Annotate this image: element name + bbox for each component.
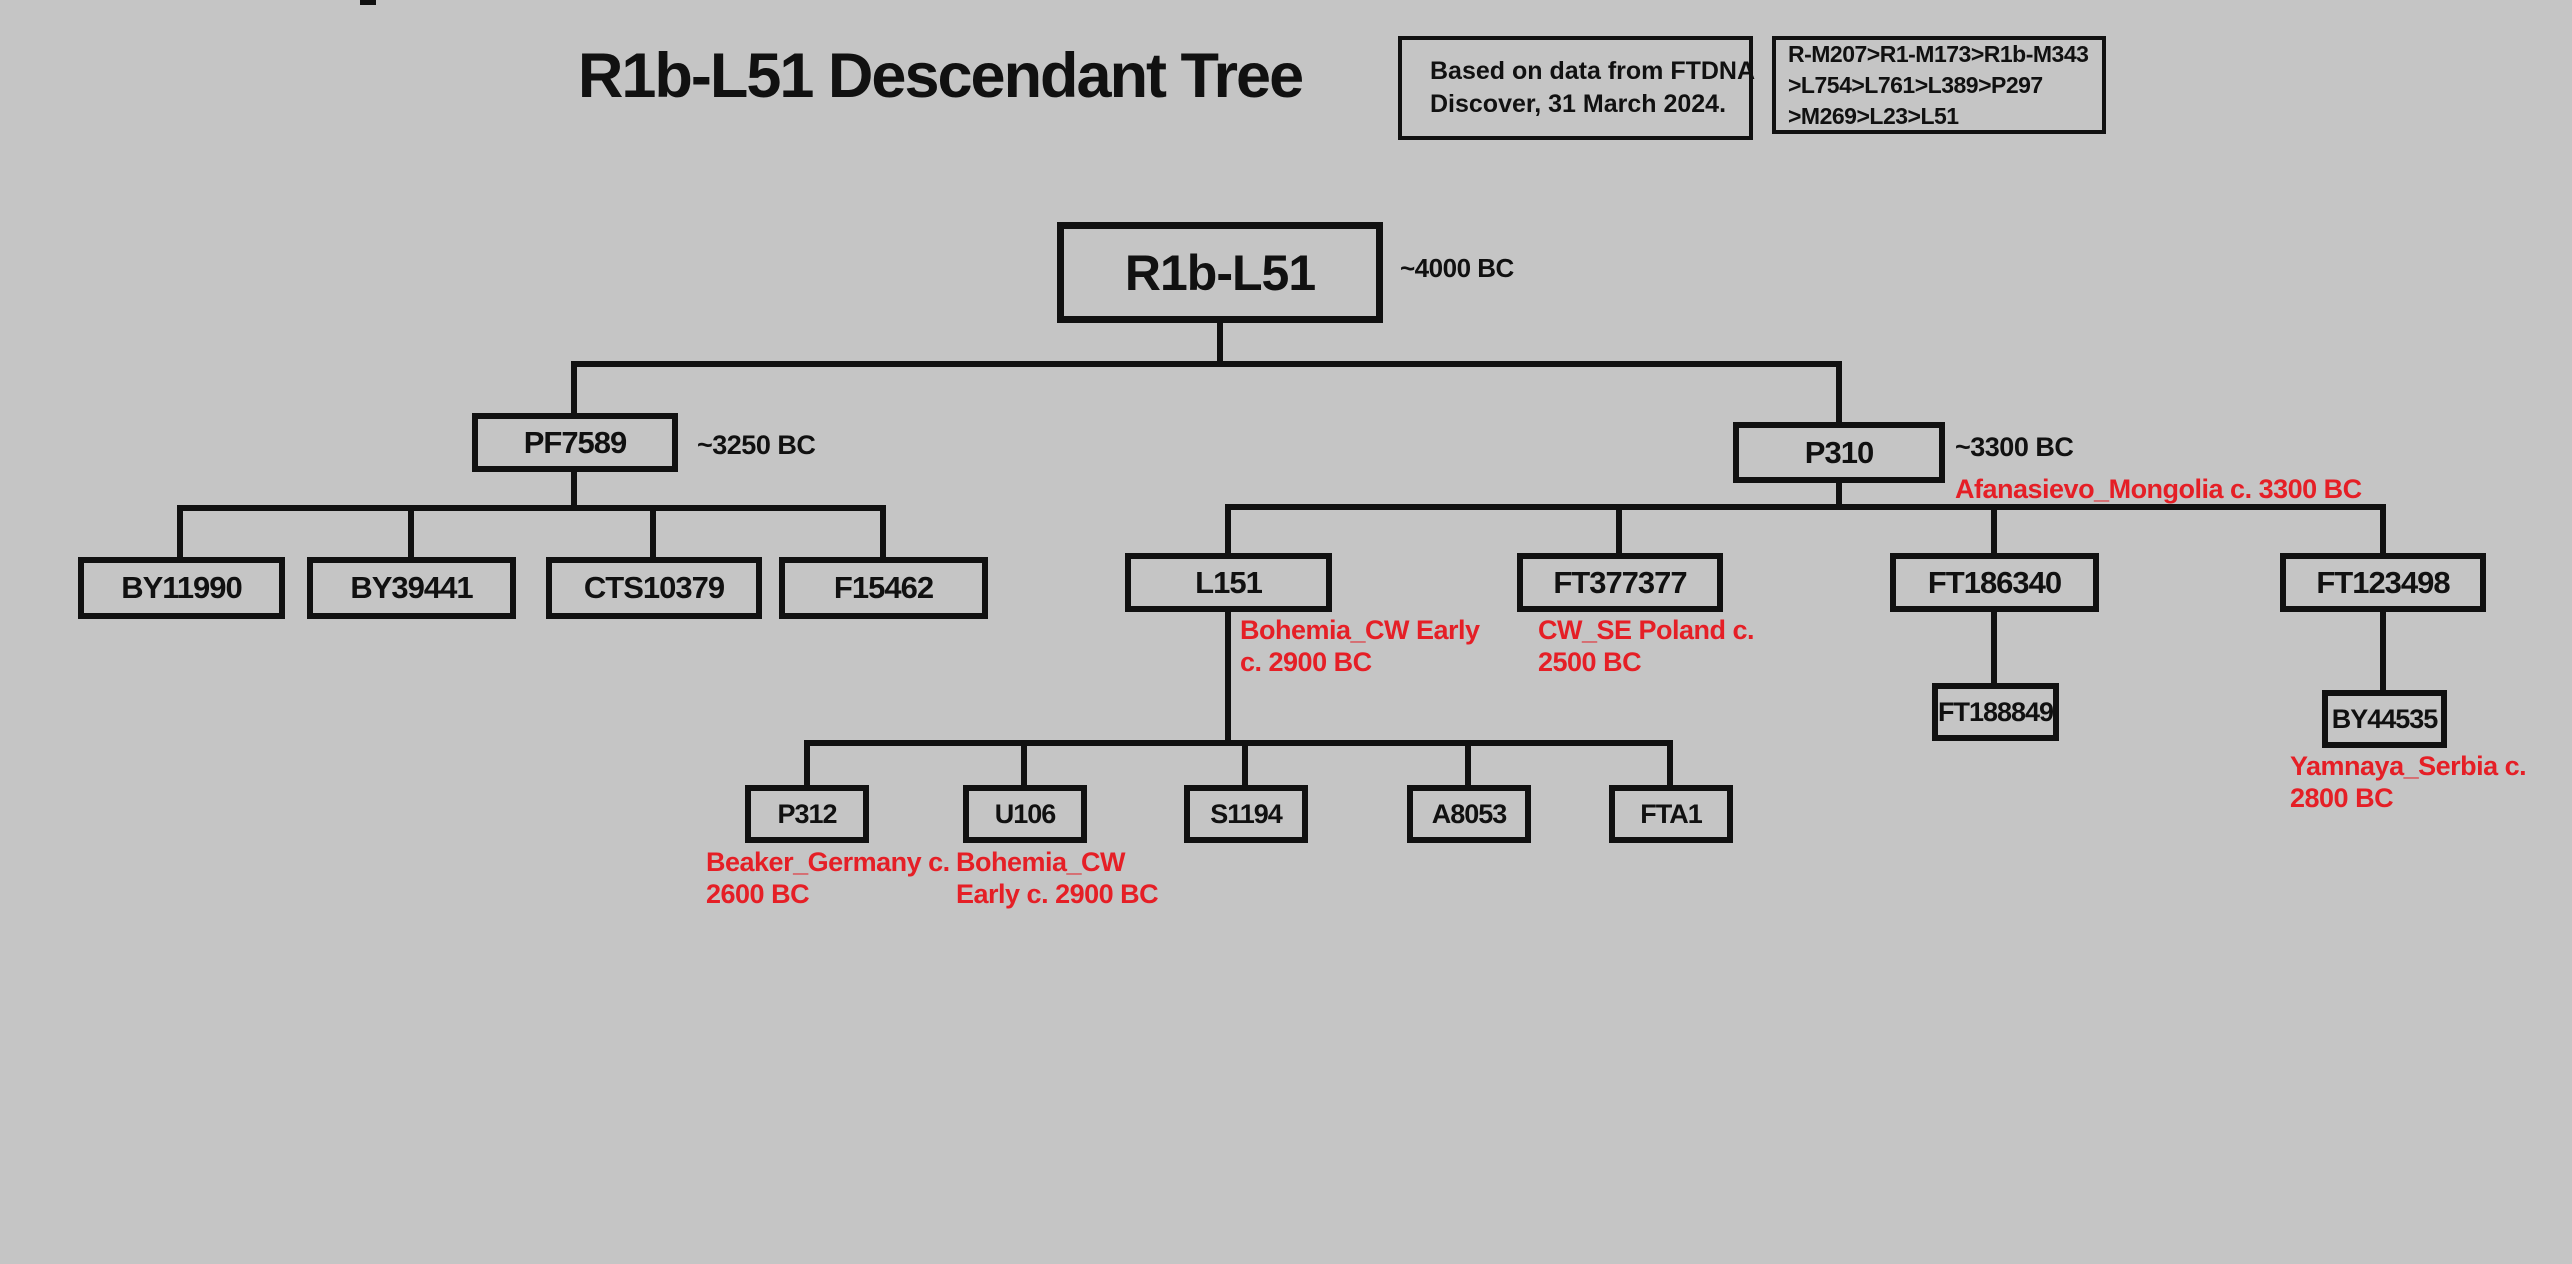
annotation-p310-afanasievo: Afanasievo_Mongolia c. 3300 BC bbox=[1955, 473, 2362, 505]
annotation-l151-line1: Bohemia_CW Early bbox=[1240, 615, 1480, 645]
lineage-path-box: R-M207>R1-M173>R1b-M343 >L754>L761>L389>… bbox=[1772, 36, 2106, 134]
connector-drop-ft186340 bbox=[1991, 507, 1997, 555]
date-pf7589-text: ~3250 BC bbox=[697, 430, 816, 460]
date-p310-text: ~3300 BC bbox=[1955, 432, 2074, 462]
node-p310-label: P310 bbox=[1804, 434, 1874, 470]
annotation-by44535-line1: Yamnaya_Serbia c. bbox=[2290, 751, 2527, 781]
annotation-ft377377-poland: CW_SE Poland c. 2500 BC bbox=[1538, 614, 1755, 678]
connector-drop-by39441 bbox=[408, 508, 414, 558]
connector-pf7589-stem bbox=[571, 471, 577, 511]
connector-drop-s1194 bbox=[1242, 743, 1248, 787]
node-l151-label: L151 bbox=[1195, 564, 1263, 600]
node-u106-label: U106 bbox=[994, 798, 1057, 829]
lineage-line2: >L754>L761>L389>P297 bbox=[1788, 71, 2043, 98]
annotation-u106-bohemia: Bohemia_CW Early c. 2900 BC bbox=[956, 846, 1159, 910]
node-a8053: A8053 bbox=[1407, 785, 1531, 843]
connector-drop-cts10379 bbox=[650, 508, 656, 558]
node-f15462: F15462 bbox=[779, 557, 988, 619]
node-ft123498-label: FT123498 bbox=[2316, 564, 2450, 600]
annotation-p312-line1: Beaker_Germany c. bbox=[706, 847, 950, 877]
node-p310: P310 bbox=[1733, 422, 1945, 483]
connector-root-stem bbox=[1217, 323, 1223, 367]
node-p312-label: P312 bbox=[777, 798, 837, 829]
connector-drop-p312 bbox=[804, 743, 810, 787]
annotation-l151-bohemia: Bohemia_CW Early c. 2900 BC bbox=[1240, 614, 1480, 678]
node-cts10379: CTS10379 bbox=[546, 557, 762, 619]
annotation-ft377377-line1: CW_SE Poland c. bbox=[1538, 615, 1755, 645]
node-s1194-label: S1194 bbox=[1210, 798, 1283, 829]
annotation-by44535-line2: 2800 BC bbox=[2290, 783, 2394, 813]
connector-drop-u106 bbox=[1021, 743, 1027, 787]
node-by11990-label: BY11990 bbox=[121, 570, 243, 605]
connector-drop-by11990 bbox=[177, 508, 183, 558]
node-r1b-l51-label: R1b-L51 bbox=[1124, 244, 1316, 301]
source-note-box: Based on data from FTDNA Discover, 31 Ma… bbox=[1398, 36, 1756, 140]
source-note-line1: Based on data from FTDNA bbox=[1430, 57, 1756, 85]
node-ft377377-label: FT377377 bbox=[1553, 564, 1687, 600]
node-cts10379-label: CTS10379 bbox=[583, 570, 725, 605]
connector-p310-stem bbox=[1836, 482, 1842, 510]
node-ft188849-label: FT188849 bbox=[1937, 696, 2054, 727]
annotation-p310-text: Afanasievo_Mongolia c. 3300 BC bbox=[1955, 474, 2362, 504]
connector-drop-a8053 bbox=[1465, 743, 1471, 787]
node-by44535: BY44535 bbox=[2322, 690, 2447, 748]
node-ft186340-label: FT186340 bbox=[1927, 564, 2062, 600]
connector-ft186340-stem bbox=[1991, 612, 1997, 685]
node-pf7589-label: PF7589 bbox=[523, 424, 628, 460]
node-r1b-l51: R1b-L51 bbox=[1057, 222, 1383, 323]
annotation-l151-line2: c. 2900 BC bbox=[1240, 647, 1372, 677]
node-fta1: FTA1 bbox=[1609, 785, 1733, 843]
node-by44535-label: BY44535 bbox=[2331, 703, 2439, 734]
date-label-root: ~4000 BC bbox=[1400, 253, 1514, 284]
date-root-text: ~4000 BC bbox=[1400, 253, 1514, 283]
date-label-p310: ~3300 BC bbox=[1955, 432, 2074, 463]
annotation-p312-beaker: Beaker_Germany c. 2600 BC bbox=[706, 846, 950, 910]
connector-ft123498-stem bbox=[2380, 612, 2386, 692]
node-l151: L151 bbox=[1125, 553, 1332, 612]
node-ft377377: FT377377 bbox=[1517, 553, 1723, 612]
connector-drop-p310 bbox=[1836, 364, 1842, 424]
node-p312: P312 bbox=[745, 785, 869, 843]
connector-drop-fta1 bbox=[1667, 743, 1673, 787]
annotation-p312-line2: 2600 BC bbox=[706, 879, 810, 909]
connector-rail-l151-children bbox=[804, 740, 1673, 746]
node-ft186340: FT186340 bbox=[1890, 553, 2099, 612]
annotation-u106-line1: Bohemia_CW bbox=[956, 847, 1126, 877]
node-ft188849: FT188849 bbox=[1932, 683, 2059, 741]
date-label-pf7589: ~3250 BC bbox=[697, 430, 816, 461]
node-by39441-label: BY39441 bbox=[350, 570, 473, 605]
node-ft123498: FT123498 bbox=[2280, 553, 2486, 612]
annotation-by44535-yamnaya: Yamnaya_Serbia c. 2800 BC bbox=[2290, 750, 2527, 814]
connector-l151-stem bbox=[1225, 612, 1231, 746]
connector-rail-p310-children bbox=[1225, 504, 2386, 510]
top-edge-artifact bbox=[360, 0, 376, 5]
node-by11990: BY11990 bbox=[78, 557, 285, 619]
annotation-ft377377-line2: 2500 BC bbox=[1538, 647, 1642, 677]
annotation-u106-line2: Early c. 2900 BC bbox=[956, 879, 1159, 909]
node-u106: U106 bbox=[963, 785, 1087, 843]
node-by39441: BY39441 bbox=[307, 557, 516, 619]
connector-drop-l151 bbox=[1225, 507, 1231, 555]
node-s1194: S1194 bbox=[1184, 785, 1308, 843]
page-title: R1b-L51 Descendant Tree bbox=[577, 41, 1304, 111]
node-pf7589: PF7589 bbox=[472, 413, 678, 472]
connector-rail-pf7589-children bbox=[177, 505, 886, 511]
connector-drop-ft123498 bbox=[2380, 507, 2386, 555]
node-a8053-label: A8053 bbox=[1431, 798, 1508, 829]
lineage-line3: >M269>L23>L51 bbox=[1788, 102, 1959, 129]
lineage-line1: R-M207>R1-M173>R1b-M343 bbox=[1788, 40, 2089, 67]
connector-drop-f15462 bbox=[880, 508, 886, 558]
node-fta1-label: FTA1 bbox=[1640, 798, 1702, 829]
node-f15462-label: F15462 bbox=[833, 570, 934, 605]
connector-drop-ft377377 bbox=[1616, 507, 1622, 555]
source-note-line2: Discover, 31 March 2024. bbox=[1430, 90, 1727, 118]
connector-drop-pf7589 bbox=[571, 364, 577, 414]
connector-rail-level1 bbox=[571, 361, 1842, 367]
